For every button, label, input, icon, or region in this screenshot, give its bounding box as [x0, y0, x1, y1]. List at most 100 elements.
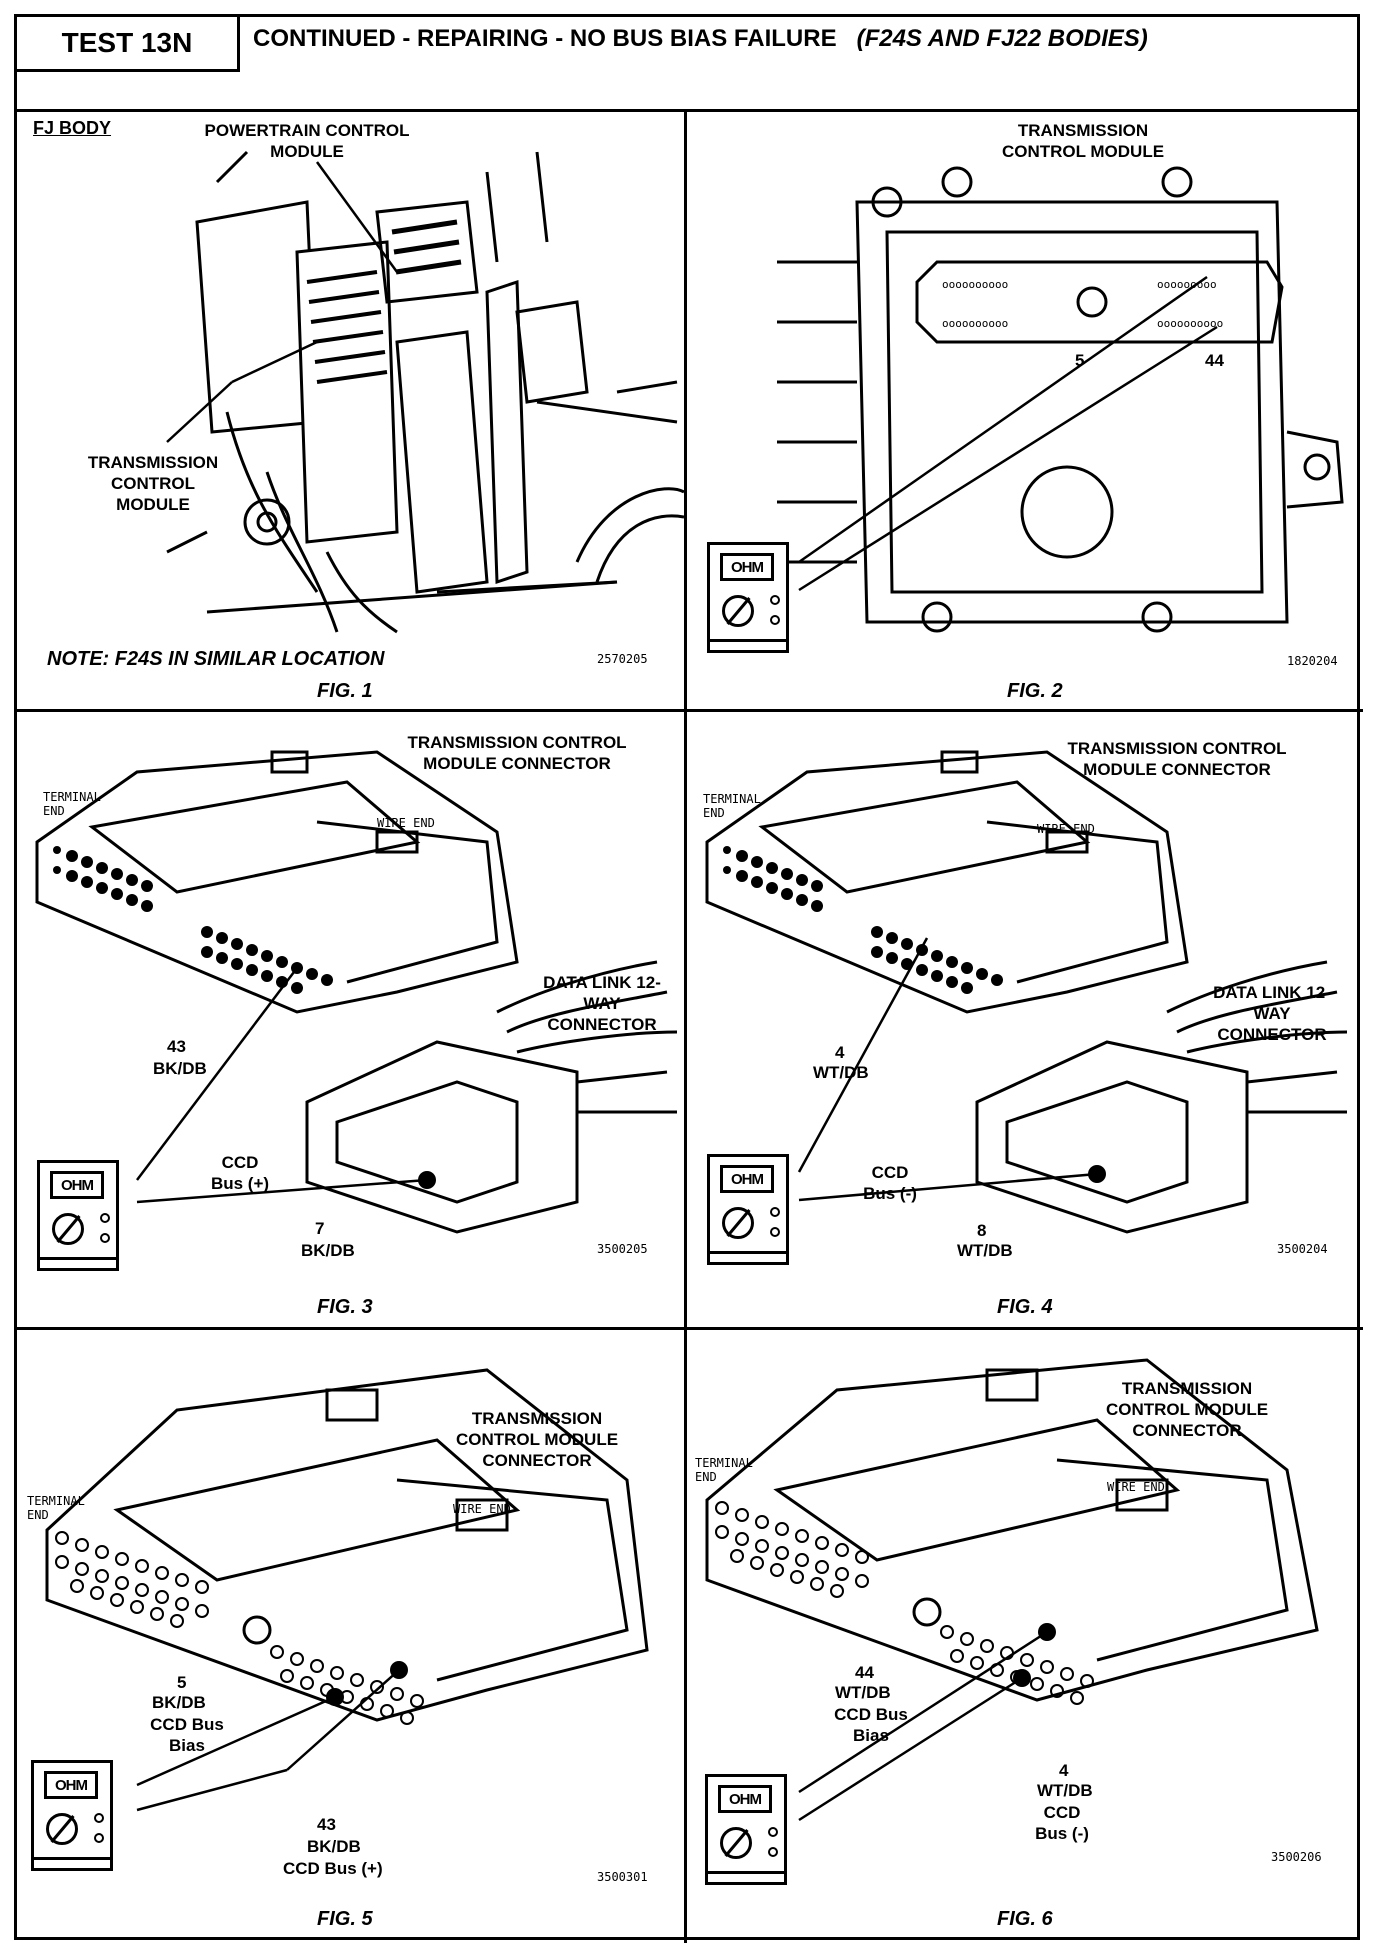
pin-8-label: 8 — [977, 1221, 987, 1240]
figure-code: 3500206 — [1271, 1850, 1322, 1864]
tcm-label: TRANSMISSION CONTROL MODULE — [87, 453, 219, 514]
pin-44-label: 44 — [1205, 351, 1224, 370]
ohmmeter-base — [37, 1257, 119, 1271]
figure-caption: FIG. 3 — [317, 1296, 373, 1318]
pin-7-label: 7 — [315, 1219, 325, 1238]
meter-jack-icon — [770, 1227, 780, 1237]
pin-43-label: 43 — [167, 1037, 186, 1056]
pin-43-label: 43 — [317, 1815, 336, 1834]
wire-end-label: WIRE END — [377, 816, 435, 830]
pin-4-label: 4 — [1059, 1761, 1069, 1780]
wire-end-label: WIRE END — [1037, 822, 1095, 836]
location-note: NOTE: F24S IN SIMILAR LOCATION — [47, 648, 385, 670]
ohmmeter-display: OHM — [718, 1785, 772, 1813]
connector-illustration — [35, 750, 678, 1234]
meter-jack-icon — [770, 615, 780, 625]
tcm-connector-title: TRANSMISSION CONTROL MODULE CONNECTOR — [1067, 739, 1287, 779]
pcm-label: POWERTRAIN CONTROL MODULE — [204, 121, 410, 161]
ohmmeter-knob-icon — [722, 1207, 754, 1239]
wire-end-label: WIRE END — [453, 1502, 511, 1516]
wire-end-label: WIRE END — [1107, 1480, 1165, 1494]
figure-2-panel: oooooooooo oooooooooo ooooooooo oooooooo… — [687, 112, 1363, 709]
pin-4-desc: CCD Bus (-) — [1035, 1803, 1089, 1843]
ohmmeter: OHM — [707, 1154, 789, 1265]
figure-code: 3500205 — [597, 1242, 648, 1256]
pin-4-label: 4 — [835, 1043, 845, 1062]
title-bodies: (F24S AND FJ22 BODIES) — [856, 25, 1148, 52]
svg-text:oooooooooo: oooooooooo — [1157, 317, 1223, 330]
tcm-connector-title: TRANSMISSION CONTROL MODULE CONNECTOR — [455, 1409, 619, 1470]
figure-code: 1820204 — [1287, 654, 1338, 668]
ohmmeter: OHM — [37, 1160, 119, 1271]
grid-divider-row2 — [17, 1327, 1363, 1330]
figure-code: 3500204 — [1277, 1242, 1328, 1256]
pin-43-desc: CCD Bus (+) — [283, 1859, 383, 1878]
svg-text:oooooooooo: oooooooooo — [942, 317, 1008, 330]
ohmmeter-base — [705, 1871, 787, 1885]
meter-jack-icon — [770, 1207, 780, 1217]
figure-1-panel: FJ BODY POWERTRAIN CONTROL MODULE TRANSM… — [17, 112, 684, 709]
pin-4-color: WT/DB — [813, 1063, 869, 1082]
svg-text:oooooooooo: oooooooooo — [942, 278, 1008, 291]
pin-44-desc: CCD Bus Bias — [834, 1705, 908, 1745]
pin-7-color: BK/DB — [301, 1241, 355, 1260]
ohmmeter-knob-icon — [46, 1813, 78, 1845]
ohmmeter-base — [707, 639, 789, 653]
pin-8-color: WT/DB — [957, 1241, 1013, 1260]
ccd-bus-label: CCD Bus (-) — [863, 1163, 917, 1203]
figure-caption: FIG. 6 — [997, 1908, 1053, 1930]
meter-jack-icon — [100, 1213, 110, 1223]
service-manual-page: TEST 13N CONTINUED - REPAIRING - NO BUS … — [14, 14, 1363, 1943]
meter-jack-icon — [768, 1827, 778, 1837]
pin-5-label: 5 — [1075, 351, 1085, 370]
pin-4-color: WT/DB — [1037, 1781, 1093, 1800]
ohmmeter-display: OHM — [720, 553, 774, 581]
fj-body-label: FJ BODY — [33, 118, 112, 138]
ccd-bus-label: CCD Bus (+) — [210, 1153, 270, 1193]
pin-43-color: BK/DB — [153, 1059, 207, 1078]
connector-illustration — [705, 750, 1348, 1234]
tcm-connector-title: TRANSMISSION CONTROL MODULE CONNECTOR — [407, 733, 627, 773]
figure-4-panel: TRANSMISSION CONTROL MODULE CONNECTOR TE… — [687, 712, 1363, 1327]
figure-caption: FIG. 5 — [317, 1908, 373, 1930]
ohmmeter-base — [707, 1251, 789, 1265]
test-label: TEST 13N — [17, 17, 240, 72]
pin-5-label: 5 — [177, 1673, 187, 1692]
ohmmeter: OHM — [707, 542, 789, 653]
pin-5-color: BK/DB — [152, 1693, 206, 1712]
ohmmeter: OHM — [31, 1760, 113, 1871]
pin-44-label: 44 — [855, 1663, 874, 1682]
ohmmeter-display: OHM — [50, 1171, 104, 1199]
ohmmeter: OHM — [705, 1774, 787, 1885]
figure-code: 2570205 — [597, 652, 648, 666]
ohmmeter-display: OHM — [44, 1771, 98, 1799]
data-link-connector-label: DATA LINK 12-WAY CONNECTOR — [543, 973, 661, 1034]
figure-3-panel: TRANSMISSION CONTROL MODULE CONNECTOR TE… — [17, 712, 684, 1327]
terminal-end-label: TERMINAL END — [703, 792, 761, 820]
title-text: CONTINUED - REPAIRING - NO BUS BIAS FAIL… — [253, 25, 837, 52]
ohmmeter-knob-icon — [52, 1213, 84, 1245]
meter-jack-icon — [770, 595, 780, 605]
connector-illustration — [45, 1368, 649, 1812]
meter-jack-icon — [94, 1813, 104, 1823]
figure-code: 3500301 — [597, 1870, 648, 1884]
tcm-module-illustration: oooooooooo oooooooooo ooooooooo oooooooo… — [777, 166, 1344, 633]
ohmmeter-base — [31, 1857, 113, 1871]
figure-6-panel: TRANSMISSION CONTROL MODULE CONNECTOR TE… — [687, 1330, 1363, 1943]
pin-43-color: BK/DB — [307, 1837, 361, 1856]
connector-illustration — [705, 1358, 1319, 1822]
figure-caption: FIG. 4 — [997, 1296, 1053, 1318]
tcm-title: TRANSMISSION CONTROL MODULE — [1001, 121, 1165, 161]
meter-jack-icon — [100, 1233, 110, 1243]
ohmmeter-knob-icon — [722, 595, 754, 627]
terminal-end-label: TERMINAL END — [43, 790, 101, 818]
svg-text:ooooooooo: ooooooooo — [1157, 278, 1217, 291]
pin-5-desc: CCD Bus Bias — [150, 1715, 224, 1755]
tcm-connector-title: TRANSMISSION CONTROL MODULE CONNECTOR — [1105, 1379, 1269, 1440]
page-header: TEST 13N CONTINUED - REPAIRING - NO BUS … — [17, 17, 1357, 112]
grid-divider-vertical — [684, 109, 687, 1943]
page-title: CONTINUED - REPAIRING - NO BUS BIAS FAIL… — [253, 25, 1148, 53]
ohmmeter-knob-icon — [720, 1827, 752, 1859]
figure-caption: FIG. 1 — [317, 680, 373, 702]
pin-44-color: WT/DB — [835, 1683, 891, 1702]
